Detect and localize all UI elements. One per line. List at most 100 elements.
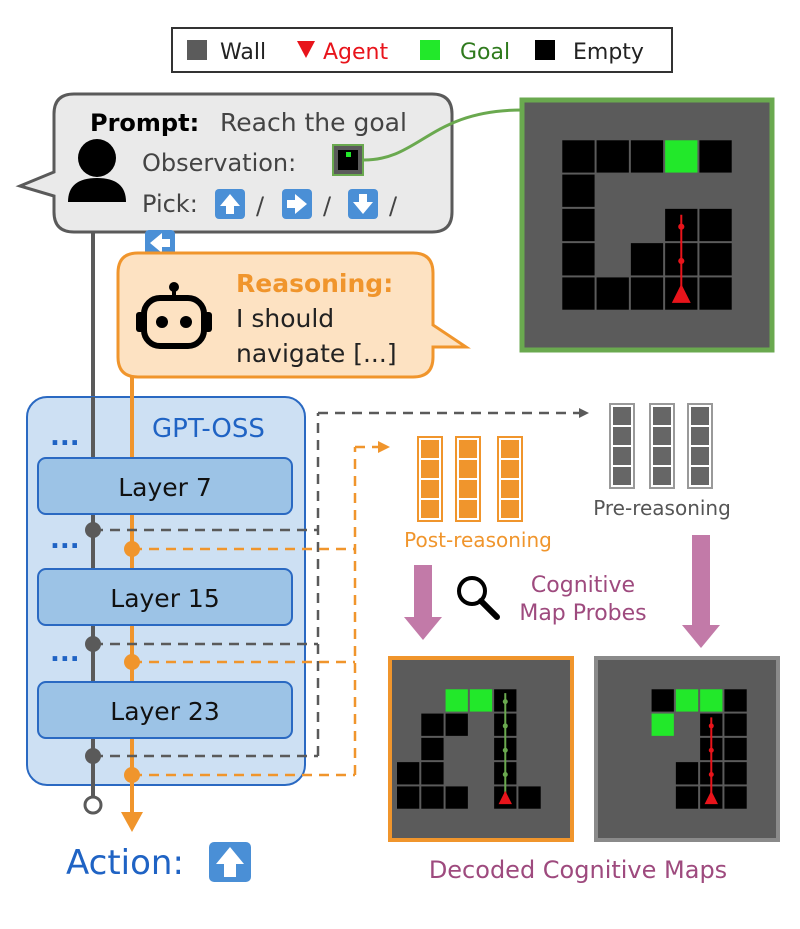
choice-up-icon — [215, 189, 245, 219]
tap-dot-gray — [85, 748, 101, 764]
layer-15-label: Layer 15 — [110, 584, 219, 613]
cognitive-probes-line1: Cognitive — [531, 573, 635, 598]
goal-cell — [665, 140, 698, 173]
tap-dot-orange — [124, 541, 140, 557]
post-reasoning-label: Post-reasoning — [404, 528, 552, 552]
activation-cell — [459, 500, 477, 518]
goal-cell — [469, 689, 493, 712]
empty-cell — [651, 689, 674, 712]
empty-cell — [630, 277, 664, 310]
path-dot — [502, 699, 508, 705]
pick-label: Pick: — [142, 190, 198, 218]
activation-cell — [691, 467, 709, 485]
goal-cell — [675, 689, 699, 712]
legend-agent: Agent — [323, 40, 388, 65]
decode-arrow-pre — [692, 535, 710, 625]
activation-cell — [653, 407, 671, 425]
layer-23-box — [37, 681, 293, 739]
tap-dot-orange — [124, 767, 140, 783]
action-up-icon — [209, 842, 251, 882]
empty-cell — [518, 786, 541, 809]
empty-cell — [421, 737, 444, 761]
activation-cell — [653, 447, 671, 465]
empty-cell — [562, 277, 595, 310]
wall-swatch — [187, 40, 207, 60]
activation-cell — [501, 440, 519, 458]
activation-cell — [613, 447, 631, 465]
activation-cell — [421, 500, 439, 518]
layer-15-box — [37, 568, 293, 626]
empty-cell — [421, 786, 444, 809]
empty-cell — [724, 762, 747, 785]
cognitive-probes-line2: Map Probes — [519, 601, 646, 626]
reasoning-bubble: Reasoning: I should navigate [...] — [116, 251, 471, 379]
decoded-maps-label: Decoded Cognitive Maps — [429, 856, 727, 884]
activation-cell — [653, 427, 671, 445]
activation-cell — [691, 447, 709, 465]
path-dot — [708, 772, 714, 777]
decode-arrow-post-head — [404, 617, 442, 640]
reasoning-line2: navigate [...] — [236, 339, 397, 368]
legend: Wall Agent Goal Empty — [171, 27, 673, 73]
pre-map-frame — [594, 656, 780, 842]
model-ellipsis-2: ... — [50, 638, 80, 668]
observation-map — [562, 140, 732, 310]
empty-cell — [699, 208, 732, 242]
path-dot — [708, 747, 714, 753]
choice-left-icon — [145, 230, 175, 256]
end-circle — [83, 795, 103, 815]
legend-empty: Empty — [573, 40, 644, 65]
activation-cell — [691, 407, 709, 425]
observation-connector — [363, 108, 523, 162]
empty-cell — [699, 243, 732, 276]
decode-arrow-post — [414, 565, 432, 617]
pre-reasoning-map — [651, 689, 747, 809]
model-ellipsis-top: ... — [50, 422, 80, 452]
separator: / — [389, 192, 398, 220]
path-dot — [502, 747, 508, 753]
observation-thumbnail-inner — [338, 150, 358, 170]
empty-cell — [724, 689, 747, 712]
user-icon — [68, 139, 126, 202]
post-reasoning-taps — [132, 441, 390, 777]
activation-cell — [459, 480, 477, 498]
tap-dot-gray — [85, 522, 101, 538]
goal-cell — [651, 713, 674, 736]
empty-cell — [421, 713, 444, 736]
empty-cell — [699, 140, 732, 173]
empty-cell — [421, 762, 444, 785]
empty-cell — [699, 277, 732, 310]
empty-cell — [562, 140, 595, 173]
tap-dot-orange — [124, 654, 140, 670]
empty-cell — [445, 786, 468, 809]
prompt-bubble: Prompt: Reach the goal Observation: Pick… — [15, 92, 454, 256]
goal-cell — [700, 689, 723, 712]
empty-cell — [630, 140, 664, 173]
observation-map-frame — [519, 97, 775, 353]
observation-thumbnail-goal — [346, 152, 351, 157]
empty-swatch — [535, 40, 555, 60]
empty-cell — [397, 762, 420, 785]
choice-right-icon — [282, 189, 312, 219]
post-reasoning-map — [397, 689, 541, 809]
activation-cell — [421, 440, 439, 458]
empty-cell — [596, 140, 629, 173]
tap-dot-gray — [85, 636, 101, 652]
empty-cell — [724, 737, 747, 761]
layer-7-label: Layer 7 — [118, 473, 212, 502]
separator: / — [256, 192, 265, 220]
empty-cell — [675, 786, 699, 809]
path-dot — [502, 772, 508, 777]
activation-cell — [501, 460, 519, 478]
separator: / — [323, 192, 332, 220]
path-dot — [708, 723, 714, 729]
decode-arrow-pre-head — [682, 625, 720, 648]
layer-7-box — [37, 457, 293, 515]
path-dot — [678, 223, 685, 230]
agent-icon — [704, 790, 718, 805]
decode-arrows — [404, 535, 720, 648]
post-reasoning-activations — [417, 436, 523, 522]
agent-swatch-icon — [297, 41, 315, 58]
reasoning-heading: Reasoning: — [236, 269, 393, 298]
